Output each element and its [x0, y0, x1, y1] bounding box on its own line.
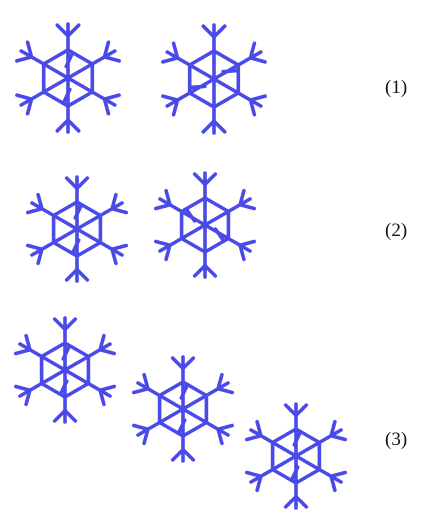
branch: [28, 246, 42, 250]
branch: [134, 389, 148, 393]
branch: [17, 57, 32, 61]
branch: [105, 57, 120, 61]
snowflake-row2-2: [156, 173, 254, 277]
inner-tick: [190, 86, 205, 87]
branch: [100, 387, 114, 391]
branch: [28, 209, 42, 213]
snowflake-row1-1: [17, 24, 119, 132]
snowflake-row3-1: [16, 318, 114, 422]
branch: [16, 387, 30, 391]
row-label-2: (2): [385, 220, 407, 241]
branch: [112, 209, 126, 213]
branch: [218, 426, 232, 430]
branch: [112, 246, 126, 250]
branch: [163, 58, 178, 62]
snowflake-row3-3: [247, 404, 345, 508]
snowflake-row2-1: [28, 177, 126, 281]
branch: [105, 95, 120, 99]
branch: [240, 242, 254, 246]
snowflake-group: [16, 24, 345, 508]
inner-tick: [223, 70, 238, 71]
branch: [218, 389, 232, 393]
branch: [247, 473, 261, 477]
branch: [163, 96, 178, 100]
branch: [331, 436, 345, 440]
branch: [17, 95, 32, 99]
snowflake-row3-2: [134, 357, 232, 461]
branch: [156, 205, 170, 209]
branch: [100, 350, 114, 354]
branch: [251, 96, 266, 100]
branch: [240, 205, 254, 209]
branch: [331, 473, 345, 477]
branch: [251, 58, 266, 62]
branch: [134, 426, 148, 430]
row-label-3: (3): [385, 429, 407, 450]
branch: [16, 350, 30, 354]
snowflake-row1-2: [163, 25, 265, 133]
row-label-1: (1): [385, 77, 407, 98]
branch: [156, 242, 170, 246]
branch: [247, 436, 261, 440]
